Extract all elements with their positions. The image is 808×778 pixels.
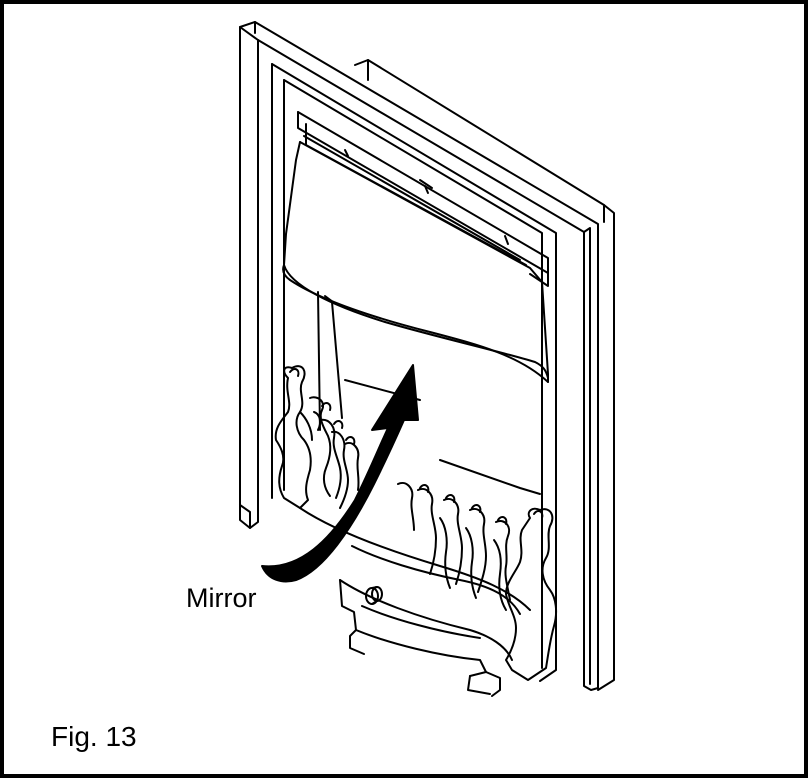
right-fret (397, 482, 558, 681)
outer-trim-frame (239, 21, 599, 691)
backing-plate (354, 59, 615, 691)
curved-arrow-icon (261, 364, 419, 583)
control-knob (365, 586, 383, 605)
inner-trim-frame (271, 63, 557, 682)
firebox-interior (317, 291, 543, 511)
left-fret (274, 365, 360, 509)
canopy-hood (282, 141, 549, 383)
mirror-callout-label: Mirror (186, 583, 257, 613)
figure-caption: Fig. 13 (51, 721, 137, 752)
